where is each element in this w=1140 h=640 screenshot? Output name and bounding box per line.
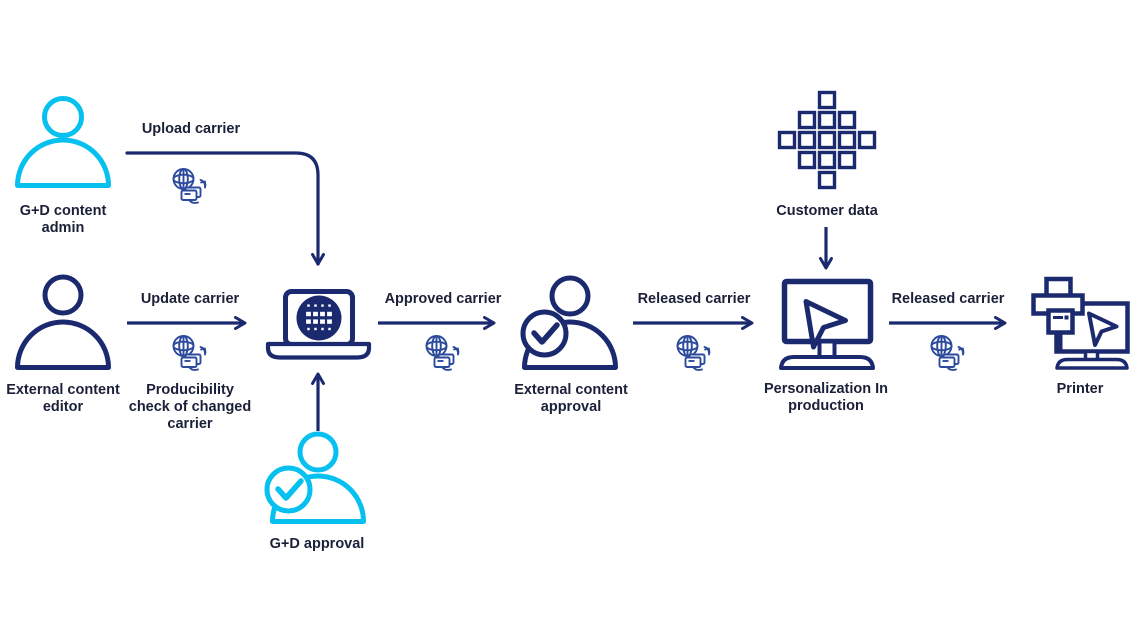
node-label-external-content-editor: External content editor xyxy=(6,382,120,416)
edge-label-approved-carrier: Approved carrier xyxy=(384,291,502,307)
person-icon xyxy=(15,96,111,188)
node-label-gd-content-admin: G+D content admin xyxy=(19,203,107,237)
person-check-icon xyxy=(264,431,366,524)
node-label-gd-approval: G+D approval xyxy=(269,536,365,552)
person-check-icon xyxy=(520,275,618,370)
globe-transfer-icon xyxy=(676,335,711,371)
globe-transfer-icon xyxy=(425,335,460,371)
edge-label-released-carrier-1: Released carrier xyxy=(637,291,751,307)
person-icon xyxy=(15,274,111,370)
globe-transfer-icon xyxy=(172,168,207,204)
node-label-personalization: Personalization In production xyxy=(763,381,889,415)
monitor-cursor-icon xyxy=(779,278,875,370)
edge-note-producibility-check: Producibility check of changed carrier xyxy=(128,382,252,433)
globe-transfer-icon xyxy=(172,335,207,371)
node-label-external-content-approval: External content approval xyxy=(514,382,628,416)
arrow-upload-carrier xyxy=(125,151,325,266)
globe-transfer-icon xyxy=(930,335,965,371)
edge-label-released-carrier-2: Released carrier xyxy=(891,291,1005,307)
node-label-printer: Printer xyxy=(1056,381,1104,397)
laptop-globe-icon xyxy=(265,289,372,360)
edge-label-update-carrier: Update carrier xyxy=(140,291,240,307)
printer-monitor-icon xyxy=(1031,276,1130,370)
node-label-customer-data: Customer data xyxy=(776,203,878,219)
data-squares-icon xyxy=(777,90,877,190)
edge-label-upload-carrier: Upload carrier xyxy=(141,121,241,137)
